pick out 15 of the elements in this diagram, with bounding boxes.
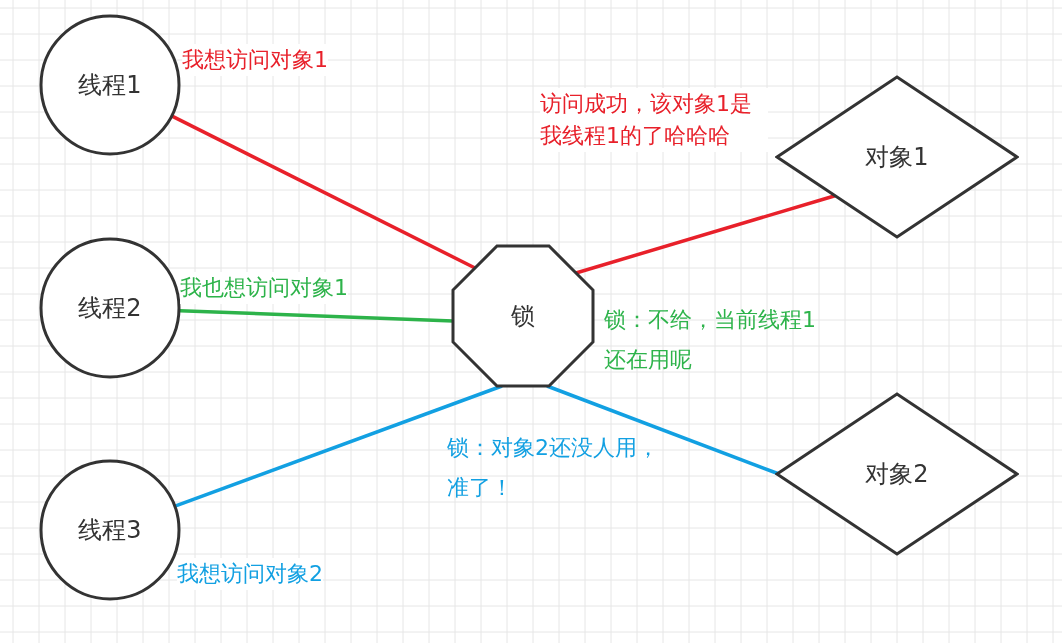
object-diamond: 对象1 — [775, 75, 1019, 239]
edge-label: 我也想访问对象1 — [180, 272, 348, 304]
lock-octagon: 锁 — [451, 244, 595, 388]
connector-line — [546, 384, 780, 476]
thread-circle: 线程1 — [38, 13, 182, 157]
connector-line — [175, 384, 503, 508]
connector-line — [575, 194, 836, 275]
connector-line — [171, 114, 476, 270]
reply-text: 锁：对象2还没人用，准了！ — [447, 434, 660, 502]
edge-label: 访问成功，该对象1是我线程1的了哈哈哈 — [540, 88, 768, 152]
edge-label: 我想访问对象2 — [177, 558, 323, 590]
object-diamond: 对象2 — [775, 392, 1019, 556]
connector-line — [179, 308, 454, 323]
edge-label: 我想访问对象1 — [182, 44, 328, 76]
reply-text: 锁：不给，当前线程1还在用呢 — [604, 306, 817, 374]
